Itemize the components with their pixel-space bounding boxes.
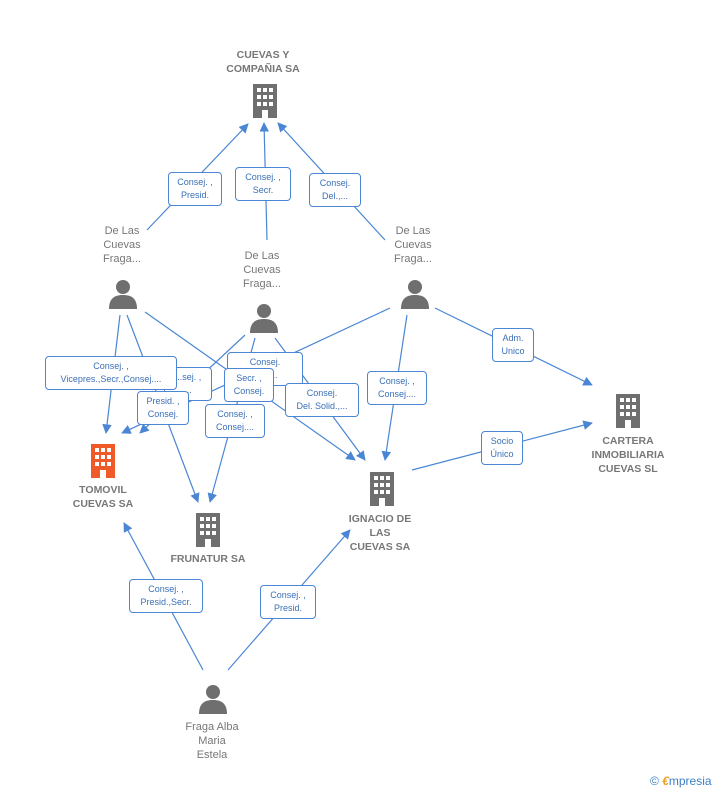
edge-label: Consej. , Presid. [168,172,222,206]
edge-label: Consej. , Consej.... [367,371,427,405]
edge-label: Consej. , Presid. [260,585,316,619]
edge-label: Consej. , Vicepres.,Secr.,Consej.... [45,356,177,390]
building-icon [91,444,115,478]
node-frunatur[interactable]: FRUNATUR SA [170,553,246,565]
building-icon [370,472,394,506]
edge-label: Consej. , Consej.... [205,404,265,438]
person-icon [199,685,227,714]
person-icon [401,280,429,309]
node-cuevas-compania[interactable]: CUEVAS Y COMPAÑIA SA [226,49,300,75]
edge-label: Consej. , Secr. [235,167,291,201]
edge-label: Consej. , Presid.,Secr. [129,579,203,613]
node-ignacio[interactable]: IGNACIO DE LAS CUEVAS SA [348,513,412,553]
edge-label: Consej. Del.,... [309,173,361,207]
person-icon [250,304,278,333]
brand-logo-icon: € [662,774,669,788]
node-person-right[interactable]: De Las Cuevas Fraga... [394,225,432,265]
node-person-left[interactable]: De Las Cuevas Fraga... [103,225,141,265]
node-person-bottom[interactable]: Fraga Alba Maria Estela [185,721,239,761]
person-icon [109,280,137,309]
brand-name: mpresia [668,774,712,788]
building-icon [253,84,277,118]
node-cartera[interactable]: CARTERA INMOBILIARIA CUEVAS SL [591,435,665,475]
footer-brand[interactable]: © €mpresia [650,774,712,788]
edge-label: Consej. Del. Solid.,... [285,383,359,417]
building-icon [196,513,220,547]
node-tomovil[interactable]: TOMOVIL CUEVAS SA [72,484,134,510]
node-person-mid[interactable]: De Las Cuevas Fraga... [243,250,281,290]
building-icon [616,394,640,428]
edge-label: Presid. , Consej. [137,391,189,425]
copyright-symbol: © [650,774,659,788]
edge-label: Adm. Unico [492,328,534,362]
edge-label: Secr. , Consej. [224,368,274,402]
edge-label: Socio Único [481,431,523,465]
